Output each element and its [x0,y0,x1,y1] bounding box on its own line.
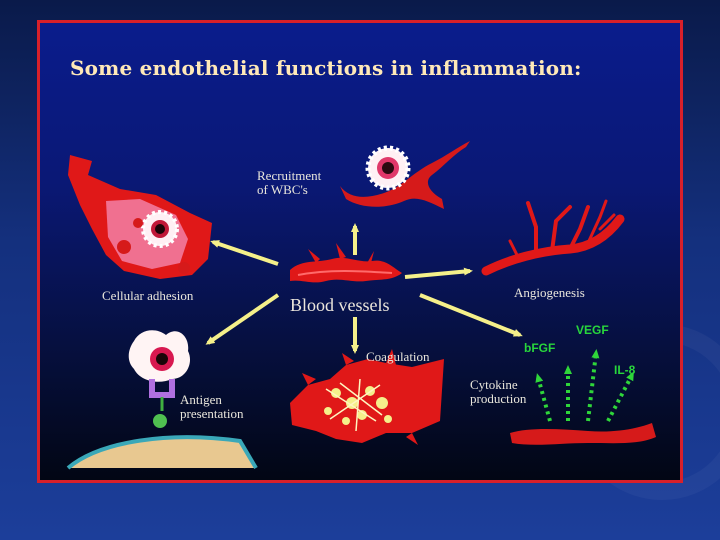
arrow-to-angiogenesis [404,267,473,279]
antigen-illustration [66,330,258,470]
adhesion-illustration [68,155,212,279]
label-coagulation: Coagulation [366,349,430,364]
figure-title: Some endothelial functions in inflammati… [70,56,582,80]
angiogenesis-illustration [481,199,625,276]
label-recruitment-line1: Recruitment [257,168,322,183]
arrow-to-cytokines [419,293,523,337]
label-bfgf: bFGF [524,341,556,355]
label-blood-vessels: Blood vessels [290,295,390,315]
label-antigen-line1: Antigen [180,392,222,407]
label-cytokine-line1: Cytokine [470,377,518,392]
central-blood-vessel [290,243,402,283]
label-vegf: VEGF [576,323,609,337]
arrow-to-adhesion [210,240,279,266]
label-recruitment: Recruitment of WBC's [257,169,321,197]
diagram-drawing [66,141,656,470]
diagram-figure: Some endothelial functions in inflammati… [37,20,683,483]
label-antigen-line2: presentation [180,406,244,421]
label-cytokine-line2: production [470,391,527,406]
cytokine-illustration [510,349,656,445]
label-il8: IL-8 [614,363,636,377]
label-antigen-presentation: Antigen presentation [180,393,244,421]
recruitment-illustration [340,141,470,209]
arrow-to-antigen [205,293,280,345]
label-recruitment-line2: of WBC's [257,182,308,197]
label-cytokine-production: Cytokine production [470,378,526,406]
label-angiogenesis: Angiogenesis [514,285,585,300]
label-cellular-adhesion: Cellular adhesion [102,288,194,303]
coagulation-illustration [290,349,444,445]
arrows [205,223,523,354]
